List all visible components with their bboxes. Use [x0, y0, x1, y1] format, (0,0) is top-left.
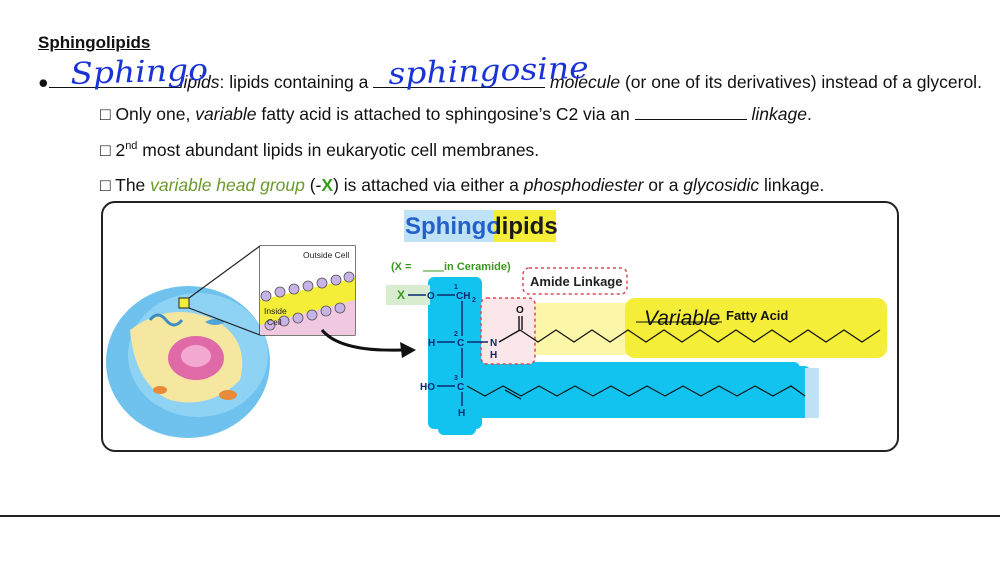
- handwritten-sphingosine: sphingosine: [387, 50, 590, 92]
- text: ) is attached via either a: [333, 175, 524, 195]
- text: .: [806, 104, 812, 124]
- text: (-: [304, 175, 322, 195]
- text: or a: [643, 175, 684, 195]
- definition-tail: (or one of its derivatives) instead of a…: [620, 72, 982, 92]
- linkage-word: linkage: [751, 104, 807, 124]
- handwritten-blank-prefix: Sphingo: [48, 53, 208, 92]
- bottom-divider: [0, 515, 1000, 517]
- glycosidic-term: glycosidic: [683, 175, 760, 195]
- figure-frame: [101, 201, 899, 452]
- handwritten-sphingo: Sphingo: [69, 52, 209, 92]
- sub-bullet-head-group: □ The variable head group (-X) is attach…: [100, 175, 824, 196]
- text: 2: [110, 140, 126, 160]
- text: Only one,: [110, 104, 196, 124]
- text: fatty acid is attached to sphingosine’s …: [256, 104, 635, 124]
- bullet-marker: ●: [38, 72, 49, 92]
- definition-text: : lipids containing a: [219, 72, 374, 92]
- text: most abundant lipids in eukaryotic cell …: [137, 140, 540, 160]
- linkage-blank: [634, 107, 747, 120]
- variable-head-group-term: variable head group: [150, 175, 305, 195]
- x-symbol: X: [321, 175, 334, 195]
- text: The: [110, 175, 151, 195]
- checkbox-glyph: □: [100, 175, 111, 195]
- phosphodiester-term: phosphodiester: [523, 175, 644, 195]
- molecule-word: molecule: [545, 72, 621, 92]
- sub-bullet-abundance: □ 2nd most abundant lipids in eukaryotic…: [100, 140, 539, 161]
- lipids-word: lipids: [179, 72, 220, 92]
- checkbox-glyph: □: [100, 140, 111, 160]
- variable-word: variable: [195, 104, 257, 124]
- superscript: nd: [125, 140, 138, 153]
- text: linkage.: [759, 175, 825, 195]
- handwritten-blank-molecule: sphingosine: [373, 51, 589, 92]
- sub-bullet-fatty-acid: □ Only one, variable fatty acid is attac…: [100, 104, 812, 125]
- section-heading: Sphingolipids: [38, 33, 151, 52]
- checkbox-glyph: □: [100, 104, 111, 124]
